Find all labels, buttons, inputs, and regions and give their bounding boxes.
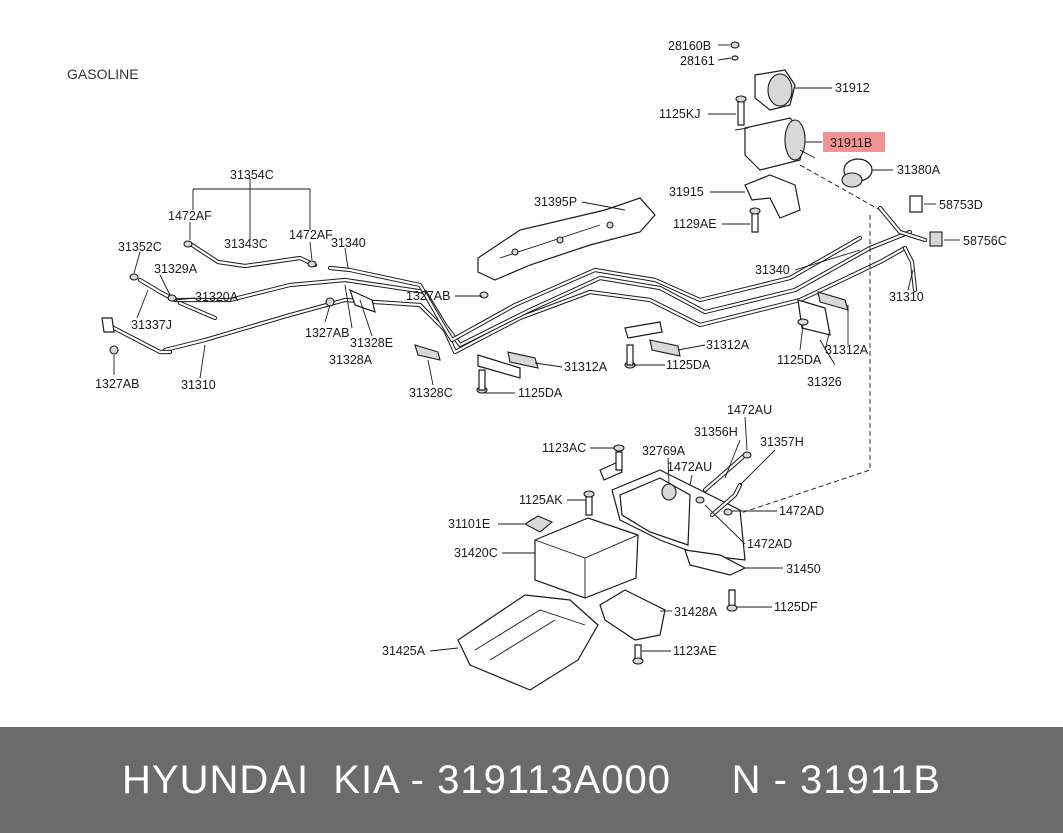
part-label[interactable]: 1472AU: [727, 403, 772, 417]
highlight-box: [823, 132, 885, 152]
part-label[interactable]: 31329A: [154, 262, 198, 276]
part-number-text: HYUNDAI KIA - 319113A000 N - 31911B: [122, 757, 941, 802]
part-label[interactable]: 31320A: [195, 290, 239, 304]
part-label[interactable]: 1472AF: [168, 209, 212, 223]
fuel-lines: [105, 205, 928, 355]
part-label[interactable]: 1125KJ: [659, 107, 700, 121]
part-label[interactable]: 1125DA: [777, 353, 822, 367]
part-label[interactable]: 31915: [669, 185, 704, 199]
part-label[interactable]: 31310: [889, 290, 924, 304]
part-label[interactable]: 1125DF: [774, 600, 818, 614]
part-label[interactable]: 1123AC: [542, 441, 586, 455]
part-label[interactable]: 1472AD: [747, 537, 792, 551]
part-label[interactable]: 31328C: [409, 386, 453, 400]
part-label[interactable]: 1125AK: [519, 493, 563, 507]
parts-diagram: GASOLINE 28160B 28161 31912 1125KJ 31911…: [67, 39, 1007, 691]
part-label[interactable]: 1327AB: [305, 326, 349, 340]
line-clips: [101, 240, 849, 394]
part-number-banner: HYUNDAI KIA - 319113A000 N - 31911B: [0, 727, 1063, 833]
part-label[interactable]: 58753D: [939, 198, 983, 212]
part-label[interactable]: 1129AE: [673, 217, 717, 231]
part-label[interactable]: 31328E: [350, 336, 393, 350]
part-label[interactable]: 31337J: [131, 318, 172, 332]
section-label: GASOLINE: [67, 66, 139, 82]
part-label[interactable]: 1125DA: [666, 358, 711, 372]
part-label[interactable]: 1125DA: [518, 386, 563, 400]
part-label[interactable]: 31428A: [674, 605, 718, 619]
part-label[interactable]: 32769A: [642, 444, 686, 458]
part-label[interactable]: 31328A: [329, 353, 373, 367]
part-label[interactable]: 31354C: [230, 168, 274, 182]
part-label[interactable]: 31352C: [118, 240, 162, 254]
part-label[interactable]: 58756C: [963, 234, 1007, 248]
label-leaders: [113, 44, 960, 652]
part-label[interactable]: 31395P: [534, 195, 577, 209]
part-label[interactable]: 1327AB: [95, 377, 139, 391]
part-label[interactable]: 1123AE: [673, 644, 717, 658]
part-label[interactable]: 31380A: [897, 163, 941, 177]
part-labels: 28160B 28161 31912 1125KJ 31911B 31380A …: [95, 39, 1007, 658]
canister-assembly: [457, 444, 752, 691]
part-label[interactable]: 31310: [181, 378, 216, 392]
part-label[interactable]: 31312A: [564, 360, 608, 374]
part-label[interactable]: 31326: [807, 375, 842, 389]
part-label[interactable]: 1472AU: [667, 460, 712, 474]
part-label[interactable]: 1327AB: [406, 289, 450, 303]
part-label[interactable]: 31912: [835, 81, 870, 95]
part-label[interactable]: 31357H: [760, 435, 804, 449]
part-label[interactable]: 31340: [755, 263, 790, 277]
part-label[interactable]: 1472AD: [779, 504, 824, 518]
fuel-filter-assembly: [477, 41, 943, 299]
part-label[interactable]: 31425A: [382, 644, 426, 658]
part-label[interactable]: 31450: [786, 562, 821, 576]
part-label[interactable]: 31312A: [825, 343, 869, 357]
part-label[interactable]: 31340: [331, 236, 366, 250]
part-label[interactable]: 31356H: [694, 425, 738, 439]
part-label[interactable]: 31101E: [448, 517, 490, 531]
part-label[interactable]: 31420C: [454, 546, 498, 560]
part-label[interactable]: 31343C: [224, 237, 268, 251]
part-label[interactable]: 28161: [680, 54, 715, 68]
part-label[interactable]: 28160B: [668, 39, 711, 53]
part-label[interactable]: 1472AF: [289, 228, 333, 242]
part-label[interactable]: 31911B: [830, 136, 872, 150]
part-label[interactable]: 31312A: [706, 338, 750, 352]
